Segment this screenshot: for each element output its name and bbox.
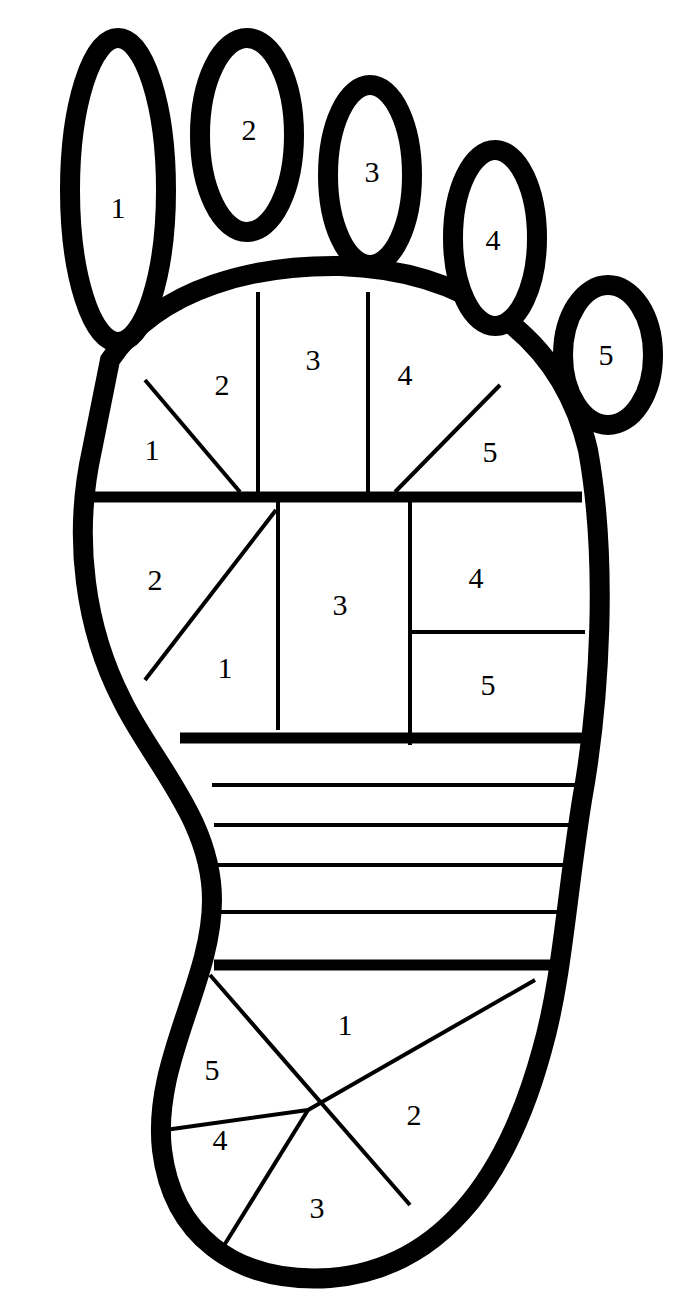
callout-number: 5 [599,340,614,370]
callout-number: 5 [481,670,496,700]
callout-number: 3 [333,590,348,620]
callout-number: 2 [215,370,230,400]
zone-lines [145,292,585,1252]
callout-number: 3 [306,345,321,375]
callout-number: 3 [365,157,380,187]
callout-number: 2 [148,565,163,595]
callout-number: 4 [486,225,501,255]
callout-number: 5 [483,437,498,467]
callout-number: 4 [213,1125,228,1155]
callout-number: 3 [310,1193,325,1223]
callout-number: 1 [338,1010,353,1040]
foot-outline [83,266,600,1279]
callout-number: 4 [398,360,413,390]
callout-number: 4 [469,563,484,593]
zone-dividers [92,497,586,965]
callout-number: 1 [145,435,160,465]
callout-number: 2 [407,1100,422,1130]
callout-number: 2 [242,115,257,145]
toes [70,38,653,425]
callout-number: 5 [205,1055,220,1085]
callout-number: 1 [218,653,233,683]
callout-number: 1 [111,193,126,223]
